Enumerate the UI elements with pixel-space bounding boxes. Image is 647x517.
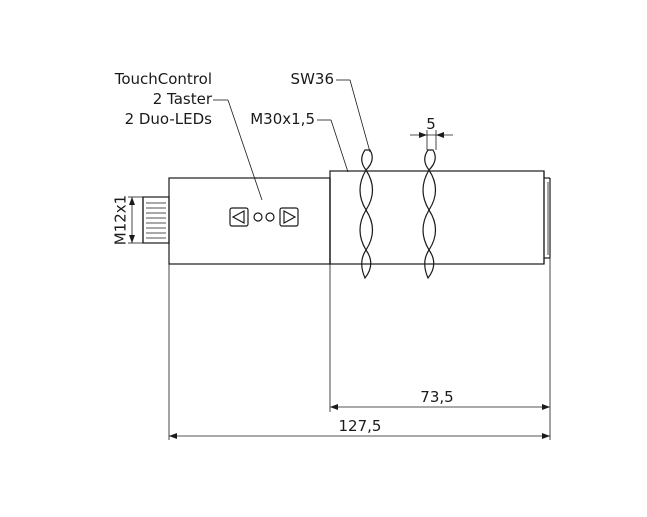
sw36-leader	[336, 79, 371, 153]
touchcontrol-leader	[213, 99, 263, 201]
nut-width-dimension	[410, 130, 453, 150]
extension-lines	[168, 258, 551, 440]
nut-width-label: 5	[426, 115, 436, 133]
m30-leader	[317, 119, 349, 173]
total-length-label: 127,5	[339, 417, 382, 435]
hex-nut-right	[422, 149, 437, 280]
buttons-label: 2 Taster	[153, 90, 213, 108]
sensor-housing	[168, 177, 331, 265]
total-length-dimension	[169, 433, 550, 439]
hex-nut-left	[359, 149, 374, 280]
m30-label: M30x1,5	[250, 110, 315, 128]
led-icon	[253, 212, 263, 222]
threaded-section	[329, 170, 551, 265]
m12-connector	[142, 196, 170, 244]
right-button-icon[interactable]	[279, 207, 299, 227]
sw36-label: SW36	[291, 70, 334, 88]
m12-dimension	[128, 196, 143, 244]
touchcontrol-label: TouchControl	[114, 70, 212, 88]
touch-control-panel	[229, 207, 299, 227]
led-icon	[265, 212, 275, 222]
m12-label: M12x1	[112, 195, 130, 245]
leds-label: 2 Duo-LEDs	[125, 110, 213, 128]
left-button-icon[interactable]	[229, 207, 249, 227]
thread-length-dimension	[330, 404, 550, 410]
thread-length-label: 73,5	[420, 388, 453, 406]
